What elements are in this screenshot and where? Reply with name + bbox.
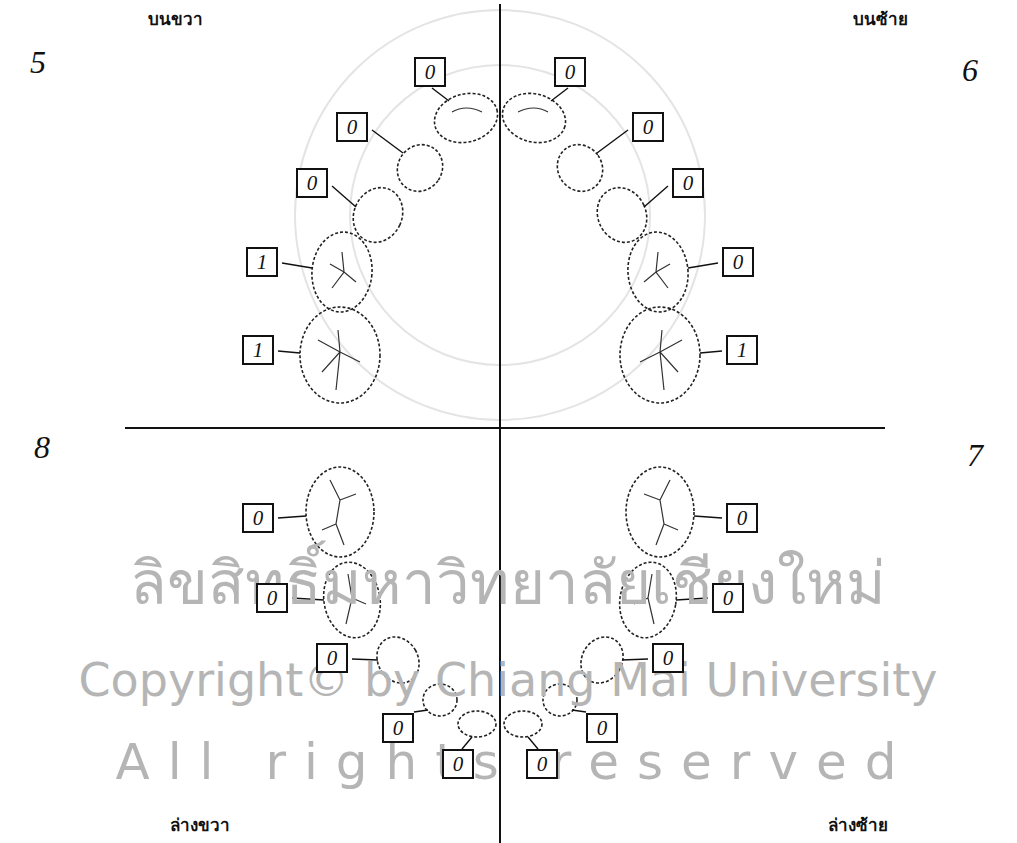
leader-line — [278, 351, 300, 353]
value-box: 0 — [652, 643, 685, 673]
leader-line — [551, 88, 568, 101]
quadrant-number: 5 — [30, 44, 46, 81]
value-box: 1 — [246, 247, 279, 277]
tooth-value: 0 — [425, 60, 436, 84]
value-box: 1 — [242, 335, 275, 365]
leader-line — [694, 516, 722, 518]
tooth-outline — [588, 179, 655, 250]
tooth-outline — [548, 136, 612, 201]
tooth-value: 0 — [347, 115, 358, 139]
quadrant-label: บนซ้าย — [853, 5, 908, 32]
value-box: 0 — [296, 168, 329, 198]
leader-line — [282, 263, 312, 268]
tooth-outline — [620, 307, 700, 403]
value-box: 0 — [414, 57, 447, 87]
tooth-fissure — [518, 108, 548, 112]
watermark: Copyright© by Chiang Mai University — [79, 653, 938, 707]
leader-line — [432, 88, 449, 101]
tooth-value: 1 — [253, 338, 264, 362]
tooth-fissure — [330, 252, 356, 288]
quadrant-label: ล่างขวา — [170, 811, 230, 838]
leader-line — [572, 710, 586, 712]
leader-line — [332, 186, 356, 207]
value-box: 0 — [586, 713, 619, 743]
value-box: 1 — [726, 335, 759, 365]
teeth — [300, 87, 700, 737]
watermark: ลิขสิทธิ์มหาวิทยาลัยเชียงใหม่ — [130, 535, 886, 630]
leader-line — [688, 263, 718, 268]
tooth-outline — [300, 307, 380, 403]
tooth-outline — [388, 136, 452, 201]
leader-line — [278, 516, 306, 518]
leader-line — [414, 710, 428, 712]
watermark: All rights reserved — [116, 733, 915, 791]
tooth-fissure — [318, 330, 360, 390]
tooth-outline — [344, 179, 411, 250]
tooth-value: 0 — [327, 646, 338, 670]
value-box: 0 — [242, 503, 275, 533]
tooth-value: 0 — [253, 506, 264, 530]
tooth-value: 0 — [537, 752, 548, 776]
tooth-outline — [429, 87, 503, 150]
leader-line — [644, 186, 668, 207]
value-box: 0 — [382, 713, 415, 743]
tooth-value: 0 — [663, 646, 674, 670]
tooth-value: 0 — [267, 586, 278, 610]
value-box: 0 — [712, 583, 745, 613]
tooth-value: 0 — [683, 171, 694, 195]
quadrant-number: 6 — [962, 52, 978, 89]
value-box: 0 — [554, 57, 587, 87]
quadrant-axis — [125, 427, 885, 429]
tooth-outline — [306, 467, 374, 557]
value-box: 0 — [442, 749, 475, 779]
value-box: 0 — [336, 112, 369, 142]
tooth-fissure — [644, 480, 678, 545]
tooth-fissures — [318, 108, 682, 624]
tooth-value: 0 — [307, 171, 318, 195]
tooth-fissure — [640, 330, 682, 390]
tooth-fissure — [452, 108, 482, 112]
tooth-value: 0 — [723, 586, 734, 610]
tooth-fissure — [322, 480, 356, 545]
leader-lines — [278, 88, 722, 749]
value-box: 0 — [672, 168, 705, 198]
tooth-value: 0 — [453, 752, 464, 776]
tooth-value: 0 — [733, 250, 744, 274]
quadrant-axes — [125, 4, 885, 843]
tooth-value: 1 — [257, 250, 268, 274]
quadrant-label: บนขวา — [148, 5, 203, 32]
leader-line — [372, 130, 403, 153]
tooth-outline — [626, 467, 694, 557]
value-box: 0 — [256, 583, 289, 613]
value-box: 0 — [632, 112, 665, 142]
tooth-value: 0 — [565, 60, 576, 84]
leader-line — [597, 130, 628, 153]
tooth-value: 0 — [597, 716, 608, 740]
tooth-outline — [497, 87, 571, 150]
tooth-fissure — [644, 252, 670, 288]
value-box: 0 — [316, 643, 349, 673]
tooth-value: 1 — [737, 338, 748, 362]
tooth-value: 0 — [643, 115, 654, 139]
quadrant-number: 8 — [34, 429, 50, 466]
tooth-outline — [309, 230, 376, 315]
quadrant-label: ล่างซ้าย — [828, 811, 888, 838]
leader-line — [700, 351, 722, 353]
tooth-value: 0 — [393, 716, 404, 740]
value-box: 0 — [722, 247, 755, 277]
tooth-value: 0 — [737, 506, 748, 530]
value-box: 0 — [526, 749, 559, 779]
value-box: 0 — [726, 503, 759, 533]
tooth-outline — [625, 230, 692, 315]
quadrant-number: 7 — [967, 437, 983, 474]
quadrant-axis — [499, 4, 501, 843]
